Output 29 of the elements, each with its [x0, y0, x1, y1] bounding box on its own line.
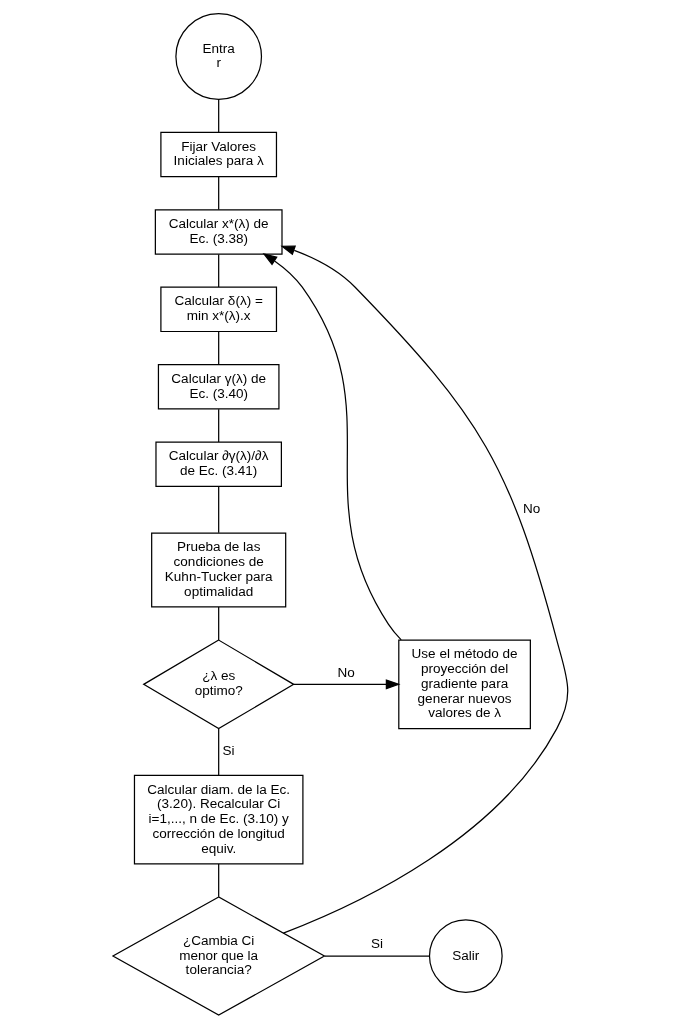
connector — [217, 175, 219, 210]
node-box: Use el método de proyección del gradiente para generar nuevos valores de λ — [397, 638, 531, 729]
connector — [217, 253, 219, 288]
connector — [217, 862, 219, 897]
node-box: Calcular diam. de la Ec. (3.20). Recalcular Ci i=1,..., n de Ec. (3.10) y corrección de longitud equiv. — [133, 774, 303, 864]
arrow — [262, 252, 402, 641]
node-diamond: ¿Cambia Ci menor que la tolerancia? — [111, 895, 326, 1016]
node-box: Calcular δ(λ) = min x*(λ).x — [159, 286, 277, 332]
connector — [217, 98, 219, 133]
connector — [217, 485, 219, 533]
connector — [217, 727, 219, 776]
node-box: Calcular ∂γ(λ)/∂λ de Ec. (3.41) — [154, 441, 282, 487]
connector — [217, 605, 219, 641]
edge-label: No — [337, 664, 355, 680]
node-box: Prueba de las condiciones de Kuhn-Tucker para optimalidad — [150, 532, 286, 607]
arrow — [279, 245, 568, 934]
edge-label: Si — [222, 742, 235, 758]
connector — [217, 408, 219, 443]
connector — [323, 954, 430, 957]
node-box: Fijar Valores Iniciales para λ — [159, 131, 277, 177]
node-circle: Salir — [428, 918, 503, 993]
edge-label: No — [522, 500, 540, 516]
node-diamond: ¿λ es optimo? — [142, 638, 295, 729]
edge-label: Si — [370, 935, 383, 951]
connector — [217, 330, 219, 365]
node-box: Calcular γ(λ) de Ec. (3.40) — [157, 363, 280, 410]
node-circle: Entra r — [174, 12, 262, 100]
arrow — [292, 678, 401, 690]
node-box: Calcular x*(λ) de Ec. (3.38) — [154, 208, 283, 255]
